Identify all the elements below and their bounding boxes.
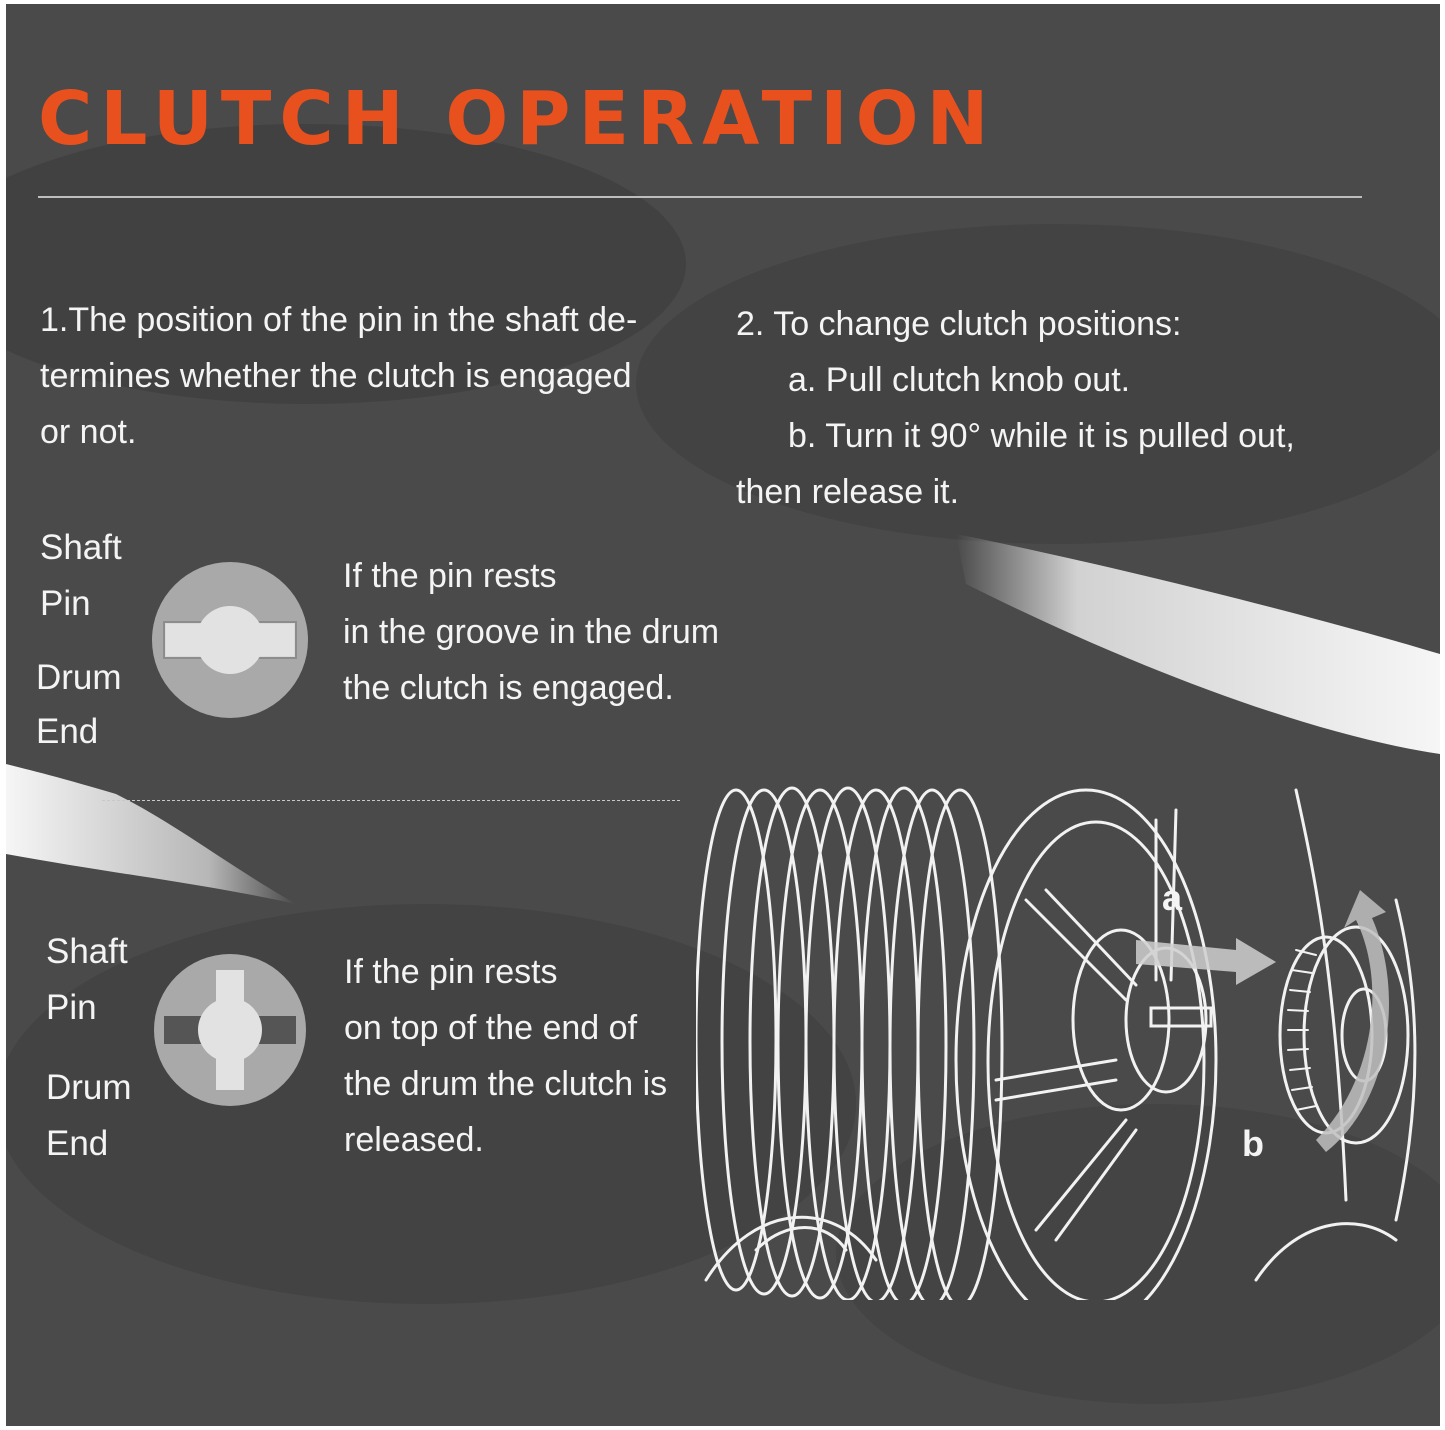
knob-knurling [1287,949,1317,1111]
label-b: b [1242,1123,1264,1164]
intro-line: 1.The position of the pin in the shaft d… [40,301,638,339]
title-divider [38,196,1362,198]
hose-coils [696,786,1004,1300]
reel-frame [1254,1222,1398,1282]
released-description: If the pin rests on top of the end of th… [344,944,667,1168]
released-line: released. [344,1121,484,1159]
label-end: End [36,712,99,751]
bg-shadow-blotch [836,1104,1440,1404]
drum-rim [954,788,1218,1300]
step-b: b. Turn it 90° while it is pulled out, [788,417,1295,455]
engaged-pin-diagram [152,562,308,718]
label-pin: Pin [40,584,91,623]
steps-paragraph: 2. To change clutch positions: a. Pull c… [736,296,1295,520]
shaft-pin [1149,1006,1213,1028]
step-a: a. Pull clutch knob out. [788,361,1131,399]
reel-frame [704,1215,878,1282]
reel-frame [1394,898,1417,1222]
drum-spokes [994,808,1178,1242]
label-drum: Drum [46,1068,132,1107]
label-a: a [1162,877,1183,918]
reel-frame [754,1226,848,1252]
engaged-line: the clutch is engaged. [343,669,674,707]
clutch-operation-panel: CLUTCH OPERATION 1.The position of the p… [6,4,1440,1426]
drum-hub [1071,928,1171,1112]
engaged-description: If the pin rests in the groove in the dr… [343,548,719,716]
step-b-continued: then release it. [736,473,960,511]
background-texture [6,124,1440,1404]
shaft-circle [198,998,262,1062]
bg-brush-streak [6,764,296,904]
steps-heading: 2. To change clutch positions: [736,305,1182,343]
bg-brush-streak [956,534,1440,754]
clutch-knob-face [1302,925,1410,1145]
bg-shadow-blotch [6,124,686,404]
engaged-line: in the groove in the drum [343,613,720,651]
drum-hub-inner [1124,946,1208,1094]
hose-reel-illustration: a b [696,786,1417,1300]
engaged-line: If the pin rests [343,557,557,595]
pin-bar [166,624,294,656]
released-pin-diagram [154,954,306,1106]
label-end: End [46,1124,109,1163]
pull-arrow-icon [1136,938,1276,985]
label-shaft: Shaft [40,528,122,567]
label-pin: Pin [46,988,97,1027]
released-line: the drum the clutch is [344,1065,668,1103]
drum-rim-inner [986,820,1206,1300]
intro-line: or not. [40,413,137,451]
label-drum: Drum [36,658,122,697]
label-shaft: Shaft [46,932,128,971]
section-divider [102,800,680,801]
turn-arrow-icon [1316,890,1390,1152]
page-title: CLUTCH OPERATION [38,76,997,162]
bg-shadow-blotch [636,224,1440,544]
intro-line: termines whether the clutch is engaged [40,357,632,395]
released-line: on top of the end of [344,1009,638,1047]
intro-paragraph: 1.The position of the pin in the shaft d… [40,292,637,460]
released-line: If the pin rests [344,953,558,991]
